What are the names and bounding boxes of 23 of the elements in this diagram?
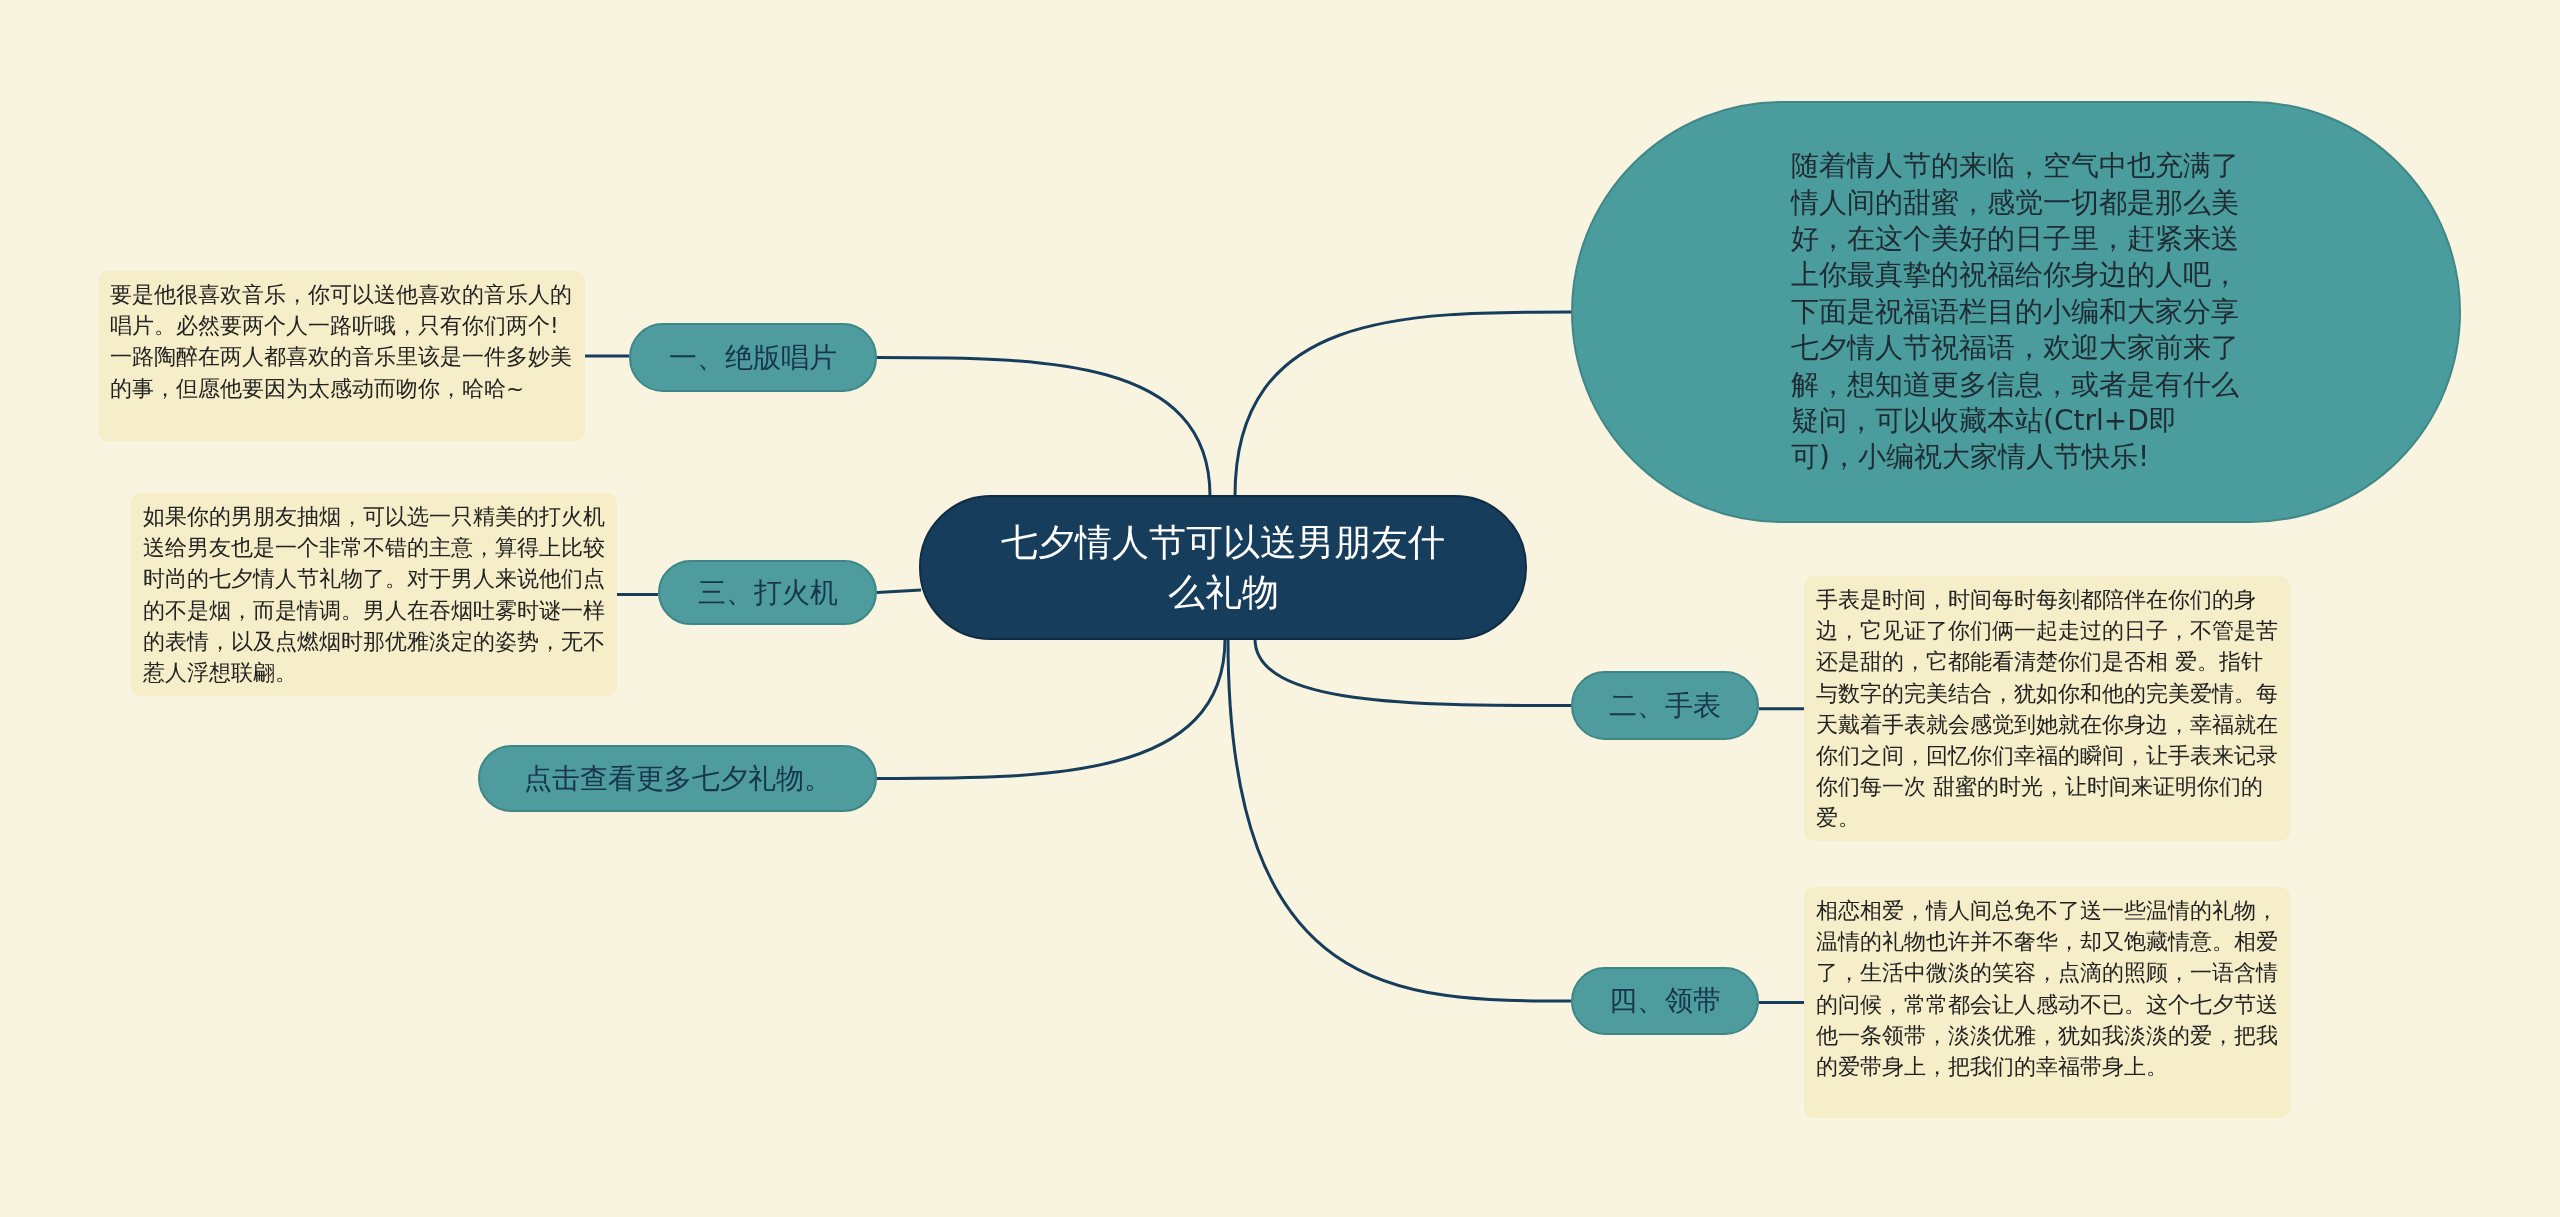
- connector: [1253, 638, 1571, 707]
- note-card: [98, 271, 585, 441]
- note-text: 相恋相爱，情人间总免不了送一些温情的礼物，温情的礼物也许并不奢华，却又饱藏情意。相爱了，生活中微淡的笑容，点滴的照顾，一语含情的问候，常常都会让人感动不已。这个七夕节送他一条领带，淡淡优雅，犹如我淡淡的爱，把我的爱带身上，把我们的幸福带身上。: [1816, 897, 2278, 1081]
- branch-label: 四、领带: [1609, 983, 1721, 1019]
- connector: [1759, 1001, 1804, 1004]
- connector: [585, 354, 629, 358]
- connector: [877, 638, 1227, 780]
- note-text: 手表是时间，时间每时每刻都陪伴在你们的身边，它见证了你们俩一起走过的日子，不管是苦还是甜的，它都能看清楚你们是否相 爱。指针与数字的完美结合，犹如你和他的完美爱情。每天戴着手表就会感觉到她就在你身边，幸福就在你们之间，回忆你们幸福的瞬间，让手表来记录你们每一次 甜蜜的时光，让时间来证明你们的爱。: [1816, 586, 2278, 833]
- connector: [876, 588, 922, 594]
- branch-label: 三、打火机: [697, 574, 838, 611]
- note-text: 要是他很喜欢音乐，你可以送他喜欢的音乐人的唱片。必然要两个人一路听哦，只有你们两个!一路陶醉在两人都喜欢的音乐里该是一件多妙美的事，但愿他要因为太感动而吻你，哈哈~: [110, 281, 573, 403]
- branch-label: 一、绝版唱片: [669, 339, 837, 376]
- connector: [617, 593, 658, 596]
- connector: [877, 356, 1212, 497]
- connector: [1759, 707, 1804, 711]
- branch-label: 二、手表: [1609, 687, 1721, 724]
- topic-title: 七夕情人节可以送男朋友什么礼物: [1000, 519, 1446, 616]
- note-text: 如果你的男朋友抽烟，可以选一只精美的打火机送给男友也是一个非常不错的主意，算得上比较时尚的七夕情人节礼物了。对于男人来说他们点的不是烟，而是情调。男人在吞烟吐雾时谜一样的表情，以及点燃烟时那优雅淡定的姿势，无不惹人浮想联翩。: [143, 503, 605, 687]
- branch-label: 点击查看更多七夕礼物。: [523, 760, 832, 797]
- connector: [1226, 638, 1571, 1003]
- connector: [1233, 310, 1571, 497]
- summary-text: 随着情人节的来临，空气中也充满了情人间的甜蜜，感觉一切都是那么美好，在这个美好的日子里，赶紧来送上你最真挚的祝福给你身边的人吧，下面是祝福语栏目的小编和大家分享七夕情人节祝福语，欢迎大家前来了解，想知道更多信息，或者是有什么疑问，可以收藏本站(Ctrl+D即可)，小编祝大家情人节快乐!: [1791, 148, 2240, 476]
- note-card: [1804, 887, 2290, 1118]
